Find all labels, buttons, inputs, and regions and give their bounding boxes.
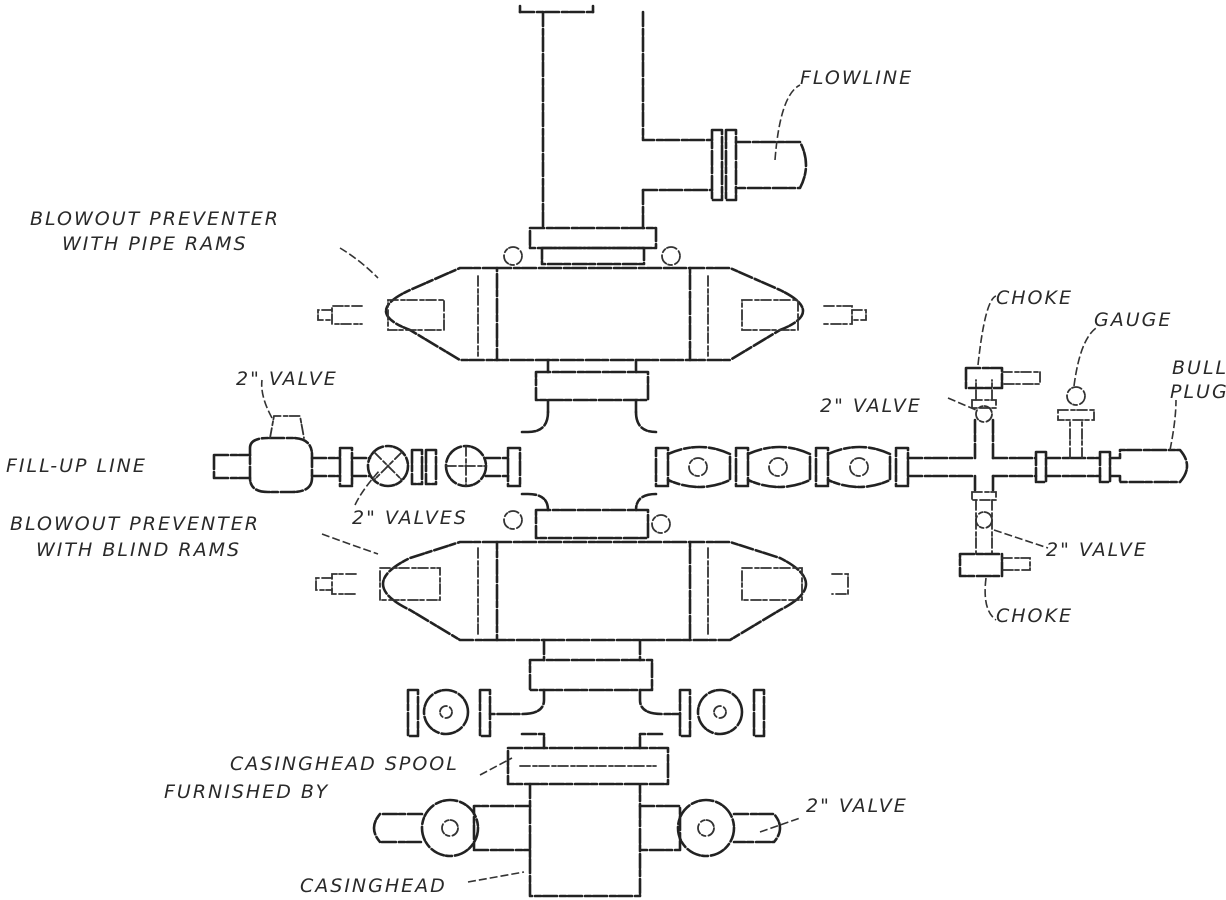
upper-bop-pipe-rams — [317, 246, 867, 362]
choke-upper-branch — [964, 366, 1041, 423]
choke-lower-branch — [958, 491, 1031, 578]
label-2in-valve-choke-lower: 2" VALVE — [1046, 539, 1148, 561]
leader-lines — [260, 84, 1177, 883]
label-bull-plug-line1: BULL — [1172, 357, 1226, 379]
label-casinghead-spool-line1: CASINGHEAD SPOOL — [230, 753, 459, 775]
label-bop-blind-rams-line2: WITH BLIND RAMS — [36, 539, 241, 561]
label-2in-valve-casinghead: 2" VALVE — [806, 795, 908, 817]
label-2in-valves: 2" VALVES — [352, 507, 468, 529]
label-2in-valve-choke-upper: 2" VALVE — [820, 395, 922, 417]
label-bop-pipe-rams-line1: BLOWOUT PREVENTER — [30, 208, 280, 230]
fill-up-line — [212, 415, 522, 494]
choke-line — [654, 386, 1189, 494]
label-bop-pipe-rams-line2: WITH PIPE RAMS — [62, 233, 248, 255]
label-bop-blind-rams-line1: BLOWOUT PREVENTER — [10, 513, 260, 535]
lower-bop-blind-rams — [315, 510, 849, 642]
label-2in-valve-fillup: 2" VALVE — [236, 368, 338, 390]
flowline-tee — [518, 4, 714, 250]
label-choke-bottom: CHOKE — [996, 605, 1073, 627]
diagram-labels: FLOWLINE BLOWOUT PREVENTER WITH PIPE RAM… — [6, 67, 1226, 897]
label-bull-plug-line2: PLUG — [1170, 381, 1226, 403]
flowline-flange — [710, 128, 808, 202]
label-casinghead-spool-line2: FURNISHED BY — [164, 781, 329, 803]
label-flowline: FLOWLINE — [800, 67, 913, 89]
label-casinghead: CASINGHEAD — [300, 875, 447, 897]
label-fill-up-line: FILL-UP LINE — [6, 455, 147, 477]
label-gauge: GAUGE — [1094, 309, 1172, 331]
lower-spool — [406, 638, 766, 750]
casinghead-spool — [506, 746, 670, 786]
drilling-spool-cross — [520, 358, 658, 540]
casinghead — [372, 782, 782, 898]
label-choke-top: CHOKE — [996, 287, 1073, 309]
